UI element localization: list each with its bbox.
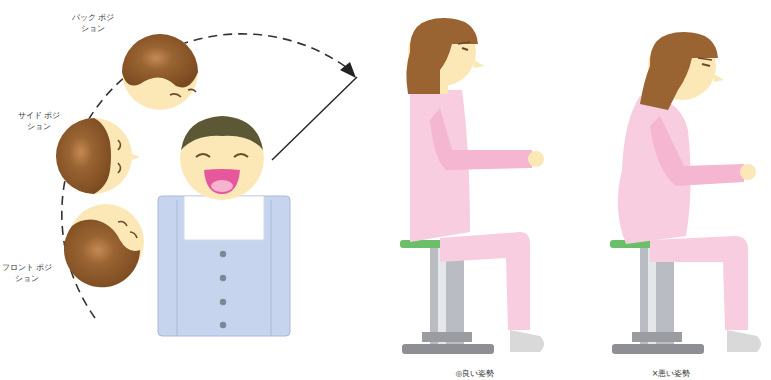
back-position-head — [122, 34, 198, 110]
position-label: フロント ポジション — [0, 262, 54, 284]
reference-line — [272, 77, 357, 160]
side-position-head — [56, 118, 140, 194]
posture-caption: ×悪い姿勢 — [626, 368, 716, 379]
posture-caption: ◎良い姿勢 — [430, 368, 520, 379]
patient — [158, 116, 290, 336]
good-posture-figure — [400, 18, 544, 354]
position-label: バック ポジション — [68, 12, 118, 34]
position-label: サイド ポジション — [14, 110, 64, 132]
bad-posture-figure — [610, 32, 761, 354]
arrow-head — [340, 62, 356, 78]
front-position-head — [64, 204, 144, 287]
